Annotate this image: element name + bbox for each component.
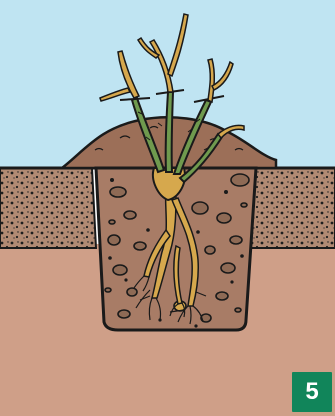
ground-layer-right <box>250 168 335 248</box>
step-number-badge: 5 <box>292 372 332 412</box>
ground-layer-left <box>0 168 96 248</box>
